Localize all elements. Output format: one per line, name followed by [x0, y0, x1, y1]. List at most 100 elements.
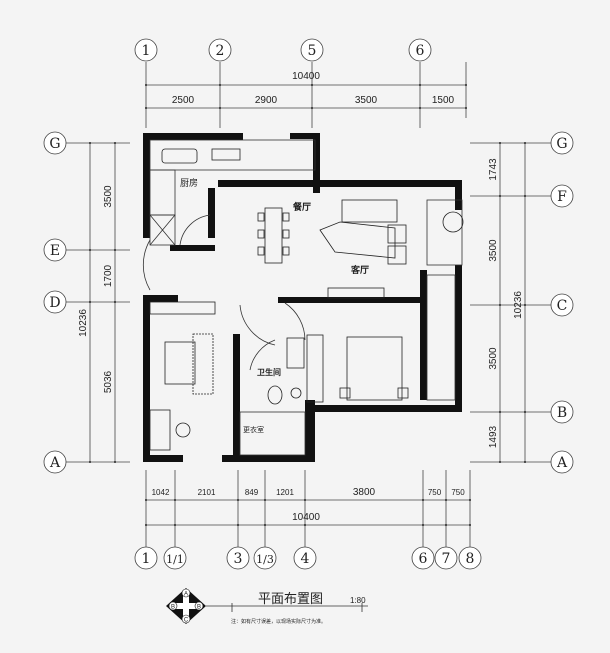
dimension-tick: [237, 524, 239, 526]
axis-bubble-right-label: G: [556, 136, 567, 152]
dimension-tick: [89, 249, 91, 251]
dimension-tick: [89, 142, 91, 144]
dimension-tick: [114, 301, 116, 303]
axis-bubble-bottom-label: 4: [301, 551, 310, 567]
svg-text:C: C: [184, 618, 189, 624]
dimension-bottom: 2101: [198, 488, 216, 497]
axis-bubble-bottom-label: 8: [466, 551, 475, 567]
dimension-tick: [445, 499, 447, 501]
dimension-top: 3500: [355, 95, 378, 106]
dimension-left-total: 10236: [78, 309, 89, 337]
axis-bubble-bottom-label: 6: [419, 551, 428, 567]
axis-bubble-bottom: [163, 546, 187, 570]
dimension-top: 1500: [432, 95, 455, 106]
dimension-tick: [174, 499, 176, 501]
dimension-bottom: 849: [245, 488, 259, 497]
axis-bubble-bottom: [411, 546, 435, 570]
dimension-right: 1493: [488, 425, 499, 448]
room-label-living: 客厅: [350, 264, 369, 275]
dimension-top-total: 10400: [292, 71, 320, 82]
dimension-tick: [499, 304, 501, 306]
axis-bubble-top: [134, 38, 158, 62]
dimension-tick: [304, 499, 306, 501]
room-label-bathroom: 卫生间: [257, 367, 281, 377]
svg-text:A: A: [184, 592, 188, 598]
axis-bubble-top-label: 6: [416, 43, 425, 59]
axis-bubble-left-label: D: [49, 295, 60, 311]
dimension-tick: [145, 107, 147, 109]
axis-bubble-right: [550, 131, 574, 155]
axis-bubble-left-label: G: [49, 136, 60, 152]
drawing-note: 注：如有尺寸误差，以现场实际尺寸为准。: [231, 618, 326, 625]
dimension-tick: [499, 411, 501, 413]
axis-bubble-right-label: C: [557, 298, 568, 314]
drawing-title: 平面布置图: [258, 591, 323, 606]
room-label-closet: 更衣室: [243, 425, 264, 434]
dimension-tick: [219, 107, 221, 109]
dimension-tick: [524, 304, 526, 306]
axis-bubble-bottom: [293, 546, 317, 570]
dimension-tick: [174, 524, 176, 526]
dimension-bottom-total: 10400: [292, 512, 320, 523]
dimension-bottom: 750: [428, 488, 442, 497]
dimension-left: 1700: [103, 264, 114, 287]
axis-bubble-bottom: [434, 546, 458, 570]
axis-bubble-bottom: [458, 546, 482, 570]
dimension-tick: [524, 142, 526, 144]
dimension-tick: [264, 524, 266, 526]
dimension-left: 3500: [103, 185, 114, 208]
dimension-bottom: 3800: [353, 487, 376, 498]
dimension-tick: [114, 461, 116, 463]
dimension-right-total: 10236: [513, 291, 524, 319]
dimension-tick: [499, 461, 501, 463]
axis-bubble-left: [43, 238, 67, 262]
dimension-tick: [524, 411, 526, 413]
dimension-tick: [145, 499, 147, 501]
dimension-tick: [114, 249, 116, 251]
dimension-tick: [524, 461, 526, 463]
dimension-tick: [422, 524, 424, 526]
axis-bubble-right: [550, 450, 574, 474]
dimension-tick: [219, 84, 221, 86]
dimension-tick: [304, 524, 306, 526]
dimension-tick: [445, 524, 447, 526]
axis-bubble-bottom-label: 1/1: [166, 553, 184, 566]
furniture: [149, 148, 464, 451]
dimension-right: 3500: [488, 347, 499, 370]
dimension-tick: [524, 195, 526, 197]
axis-bubble-left: [43, 290, 67, 314]
dimension-left: 5036: [103, 370, 114, 393]
dimension-tick: [311, 107, 313, 109]
walls: [143, 133, 462, 462]
dimension-right: 1743: [488, 158, 499, 181]
dimension-tick: [419, 107, 421, 109]
axis-bubble-right-label: A: [556, 455, 568, 471]
axis-bubble-bottom-label: 3: [234, 551, 243, 567]
interior-lines: [142, 139, 463, 456]
axis-bubble-right-label: B: [557, 405, 567, 421]
axis-bubble-bottom: [134, 546, 158, 570]
dimension-tick: [237, 499, 239, 501]
compass-rose-icon: A B B C: [166, 588, 206, 624]
dimension-tick: [145, 84, 147, 86]
axis-bubble-top: [300, 38, 324, 62]
axis-bubble-top: [208, 38, 232, 62]
dimension-bottom: 1042: [152, 488, 170, 497]
axis-bubble-bottom-label: 7: [442, 551, 451, 567]
dimension-tick: [465, 84, 467, 86]
axis-bubble-left: [43, 450, 67, 474]
axis-bubble-top-label: 1: [142, 43, 151, 59]
axis-bubble-top-label: 5: [308, 43, 317, 59]
axis-bubble-bottom-label: 1/3: [256, 553, 274, 566]
dimension-right: 3500: [488, 239, 499, 262]
axis-bubble-right: [550, 293, 574, 317]
dimension-tick: [469, 499, 471, 501]
dimension-top: 2900: [255, 95, 278, 106]
svg-text:B: B: [171, 605, 175, 611]
axis-bubble-top-label: 2: [216, 43, 225, 59]
dimension-tick: [145, 524, 147, 526]
dimension-tick: [89, 301, 91, 303]
dimension-tick: [311, 84, 313, 86]
svg-text:B: B: [197, 605, 201, 611]
